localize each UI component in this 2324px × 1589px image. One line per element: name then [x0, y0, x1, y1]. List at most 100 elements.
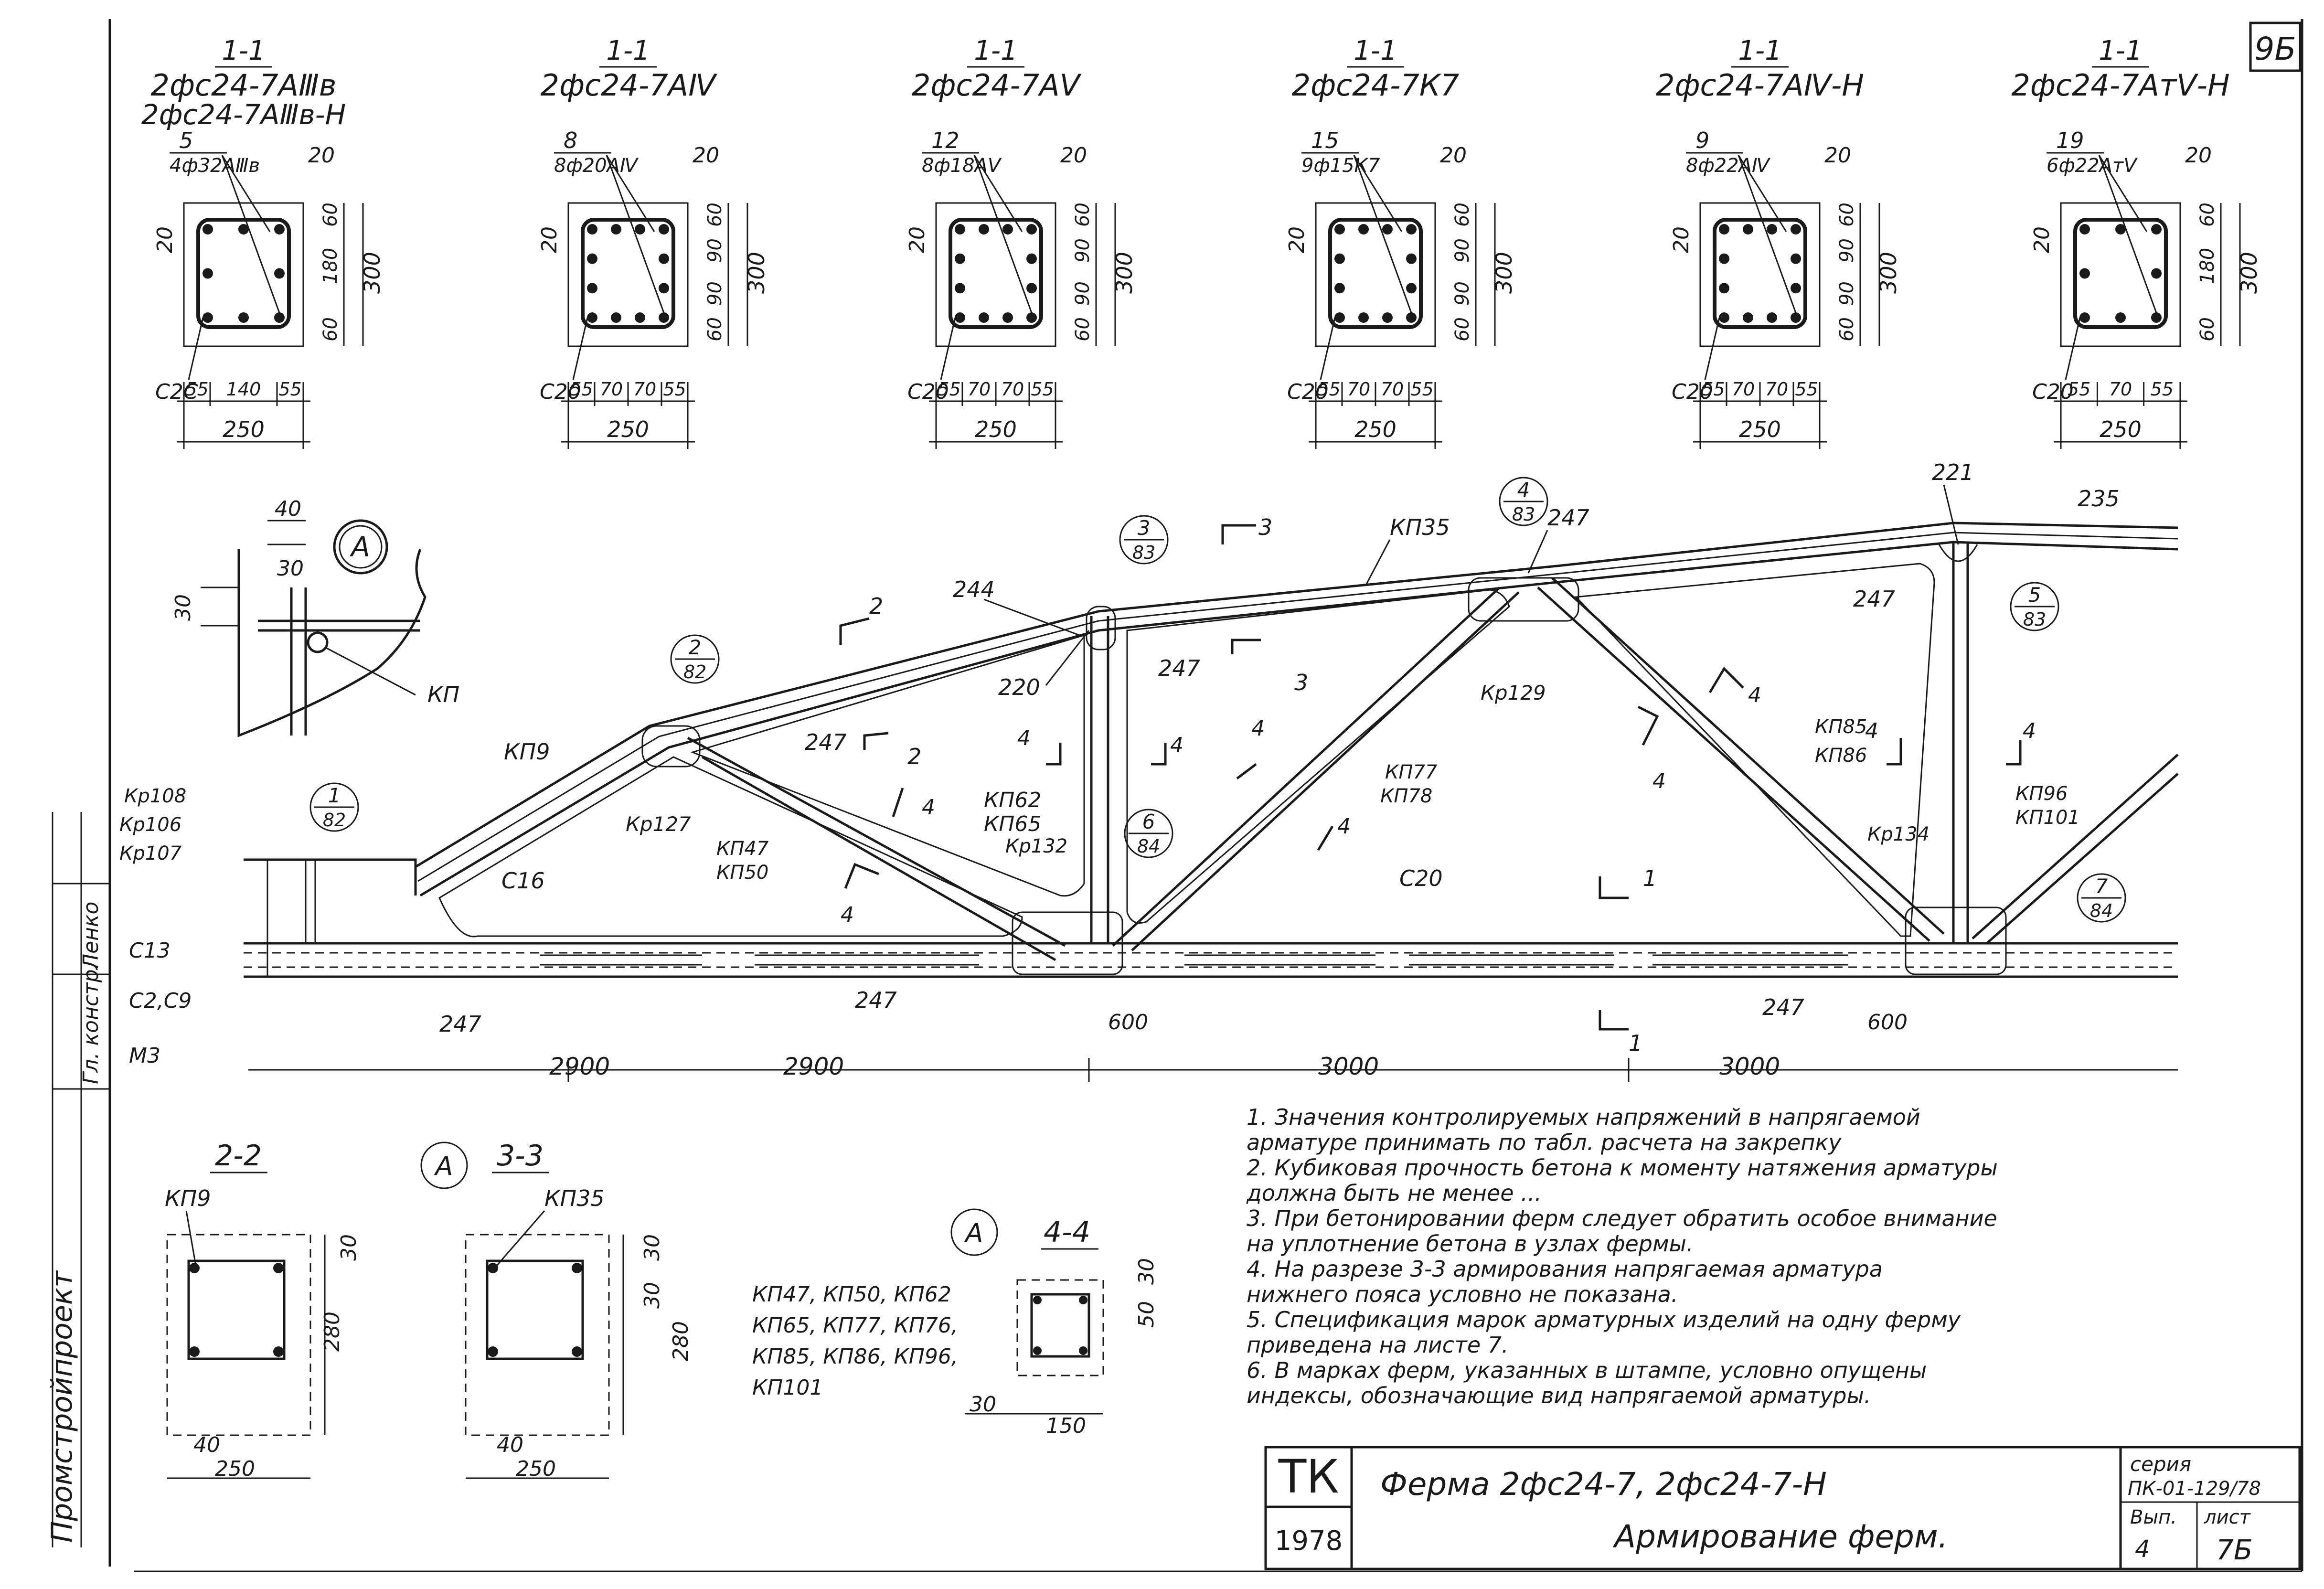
- left-cover: 20: [1669, 226, 1694, 253]
- title-block-series: ПК-01-129/78: [2128, 1478, 2261, 1500]
- note-line-7: 4. На разрезе 3-3 армирования напрягаема…: [1247, 1256, 1883, 1282]
- label-c13: С13: [129, 938, 171, 963]
- label-244: 244: [953, 576, 995, 602]
- note-line-12: индексы, обозначающие вид напрягаемой ар…: [1247, 1383, 1871, 1408]
- section-outline: [1699, 202, 1821, 347]
- bar-count: 12: [931, 128, 959, 153]
- horiz-dim: 55: [1317, 379, 1340, 400]
- label-c2c9: С2,С9: [129, 989, 192, 1013]
- truss-bottom-chord: [244, 942, 2178, 978]
- horiz-dim: 55: [278, 379, 301, 400]
- section-4-4-d50: 50: [1134, 1301, 1159, 1328]
- stirrup: [196, 218, 291, 329]
- section-4-4-bars-1: КП47, КП50, КП62: [752, 1282, 951, 1307]
- vert-dim: 90: [704, 281, 726, 306]
- label-247-g: 247: [439, 1011, 481, 1037]
- callout-sheet: 82: [683, 661, 706, 683]
- horiz-dim: 70: [1001, 379, 1024, 400]
- note-line-1: 1. Значения контролируемых напряжений в …: [1247, 1104, 1920, 1130]
- section-cut-label: 1-1: [1354, 35, 1397, 66]
- section-width: 250: [975, 416, 1017, 442]
- section-3-3-d30b: 30: [640, 1234, 664, 1261]
- callout-number: 1: [328, 784, 341, 807]
- horiz-dim: 70: [1381, 379, 1404, 400]
- label-kr127: Кр127: [626, 812, 691, 836]
- label-kr108: Кр108: [124, 785, 186, 807]
- section-2-2-title: 2-2: [215, 1139, 262, 1173]
- horiz-dim: 70: [1347, 379, 1370, 400]
- vert-dim: 60: [1451, 317, 1473, 341]
- title-block: ТК 1978 Ферма 2фс24-7, 2фс24-7-Н Армиров…: [1264, 1446, 2301, 1570]
- section-outline: [2060, 202, 2181, 347]
- label-kp77: КП77: [1385, 761, 1438, 783]
- node-callout-2: 282: [670, 634, 720, 684]
- section-3-3-d40: 40: [497, 1433, 523, 1457]
- title-block-series-label: серия: [2130, 1452, 2191, 1476]
- horiz-dim: 70: [633, 379, 656, 400]
- bar-spec: 8ф18АⅤ: [922, 155, 1002, 177]
- vert-dim: 60: [1836, 317, 1858, 341]
- cut-3-top: 3: [1258, 514, 1272, 540]
- label-kp65: КП65: [984, 812, 1041, 836]
- section-2-2-bar: КП9: [165, 1185, 211, 1211]
- vert-dim: 60: [704, 317, 726, 341]
- stirrup: [581, 218, 675, 329]
- note-line-10: приведена на листе 7.: [1247, 1332, 1509, 1358]
- vert-dim: 90: [1072, 281, 1094, 306]
- stirrup: [949, 218, 1043, 329]
- section-mark: 2фс24-7АⅣ-Н: [1656, 68, 1864, 103]
- section-outline: [183, 202, 304, 347]
- horiz-dim: 70: [600, 379, 623, 400]
- callout-number: 3: [1138, 516, 1151, 540]
- vert-dim: 60: [320, 203, 341, 227]
- title-block-issue: 4: [2135, 1535, 2150, 1563]
- detail-a: А 40 30 30 КП: [171, 497, 459, 737]
- title-block-subtitle: Армирование ферм.: [1612, 1518, 1948, 1555]
- cut-1-bottom: 1: [1629, 1030, 1642, 1056]
- section-4-4-bars-2: КП65, КП77, КП76,: [752, 1313, 958, 1338]
- vert-dim: 90: [1451, 238, 1473, 263]
- stirrup-label: С20: [540, 380, 581, 404]
- vert-dim: 60: [2196, 203, 2218, 227]
- horiz-dim: 70: [968, 379, 991, 400]
- node-callout-6: 684: [1124, 809, 1173, 858]
- cut-4-d: 4: [1170, 733, 1183, 757]
- bar-count: 9: [1695, 128, 1709, 153]
- section-2-2-d30: 30: [337, 1234, 361, 1261]
- note-line-2: арматуре принимать по табл. расчета на з…: [1247, 1130, 1842, 1155]
- left-cover: 20: [1285, 226, 1309, 253]
- bar-count: 8: [564, 128, 577, 153]
- top-cover: 20: [2185, 143, 2212, 168]
- top-cover: 20: [693, 143, 719, 168]
- bar-count: 15: [1311, 128, 1339, 153]
- section-outline: [567, 202, 689, 347]
- stirrup-label: С20: [907, 380, 949, 404]
- section-width: 250: [223, 416, 265, 442]
- cut-4-c: 4: [1017, 726, 1031, 750]
- node-callout-4: 483: [1499, 477, 1548, 526]
- label-600-left: 600: [1108, 1010, 1148, 1034]
- callout-sheet: 83: [1512, 504, 1535, 525]
- label-247-d: 247: [1853, 586, 1895, 612]
- left-cover: 20: [537, 226, 562, 253]
- section-width: 250: [607, 416, 649, 442]
- span-3000-b: 3000: [1719, 1053, 1780, 1080]
- label-c16: С16: [501, 868, 545, 894]
- callout-number: 4: [1517, 478, 1530, 501]
- section-4-4-title: 4-4: [1044, 1216, 1090, 1249]
- cut-4-b: 4: [841, 903, 854, 927]
- bar-spec: 8ф20АⅣ: [554, 155, 639, 177]
- section-mark: 2фс24-7К7: [1292, 68, 1460, 103]
- callout-sheet: 84: [1137, 836, 1160, 857]
- label-m3: М3: [129, 1044, 160, 1068]
- detail-a-dim3: 30: [171, 594, 195, 621]
- truss-top-chord: [415, 522, 2178, 868]
- cut-4-f: 4: [1337, 814, 1351, 839]
- title-block-sheet: 7Б: [2216, 1534, 2253, 1566]
- section-3-3-d30a: 30: [640, 1282, 664, 1309]
- section-2-2: 2-2 КП9 30 280 40 250: [165, 1139, 361, 1481]
- section-4-4-bars-3: КП85, КП86, КП96,: [752, 1344, 958, 1369]
- section-2-2-h: 280: [320, 1312, 344, 1352]
